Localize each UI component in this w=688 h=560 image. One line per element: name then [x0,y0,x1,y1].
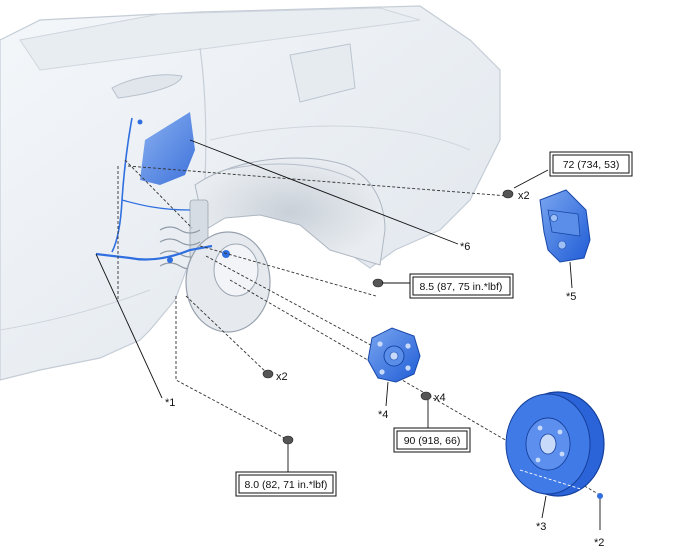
caliper-bolt [502,189,514,199]
callout-3: *3 [536,521,546,533]
callout-leaders [95,139,601,530]
torque-box-harness: 8.0 (82, 71 in.*lbf) [235,471,337,497]
brake-caliper [539,189,591,263]
harness-bolt [282,435,294,445]
leader-hub [205,255,381,351]
leader-caliper-box [513,169,549,189]
leader-sensor-bolt [199,245,377,297]
leader-harness-bolt [175,296,289,441]
callout-6: *6 [460,241,470,253]
leader-c6 [189,139,459,245]
leader-c3 [541,495,547,519]
qty-hub-bolts: x4 [434,392,446,404]
callout-2: *2 [594,537,604,549]
bracket-bolts [262,369,274,379]
torque-box-caliper: 72 (734, 53) [549,151,633,177]
callout-5: *5 [566,291,576,303]
brake-hub-bracket [367,327,421,383]
torque-box-sensor: 8.5 (87, 75 in.*lbf) [409,273,514,299]
torque-harness-bolt: 8.0 (82, 71 in.*lbf) [245,479,328,491]
leader-top [124,159,193,229]
brake-rotor [505,391,605,497]
leader-c4 [385,381,389,407]
qty-bracket-bolts: x2 [276,371,288,383]
harness-highlight [95,112,230,263]
rotor-set-screw [597,493,603,499]
qty-caliper-bolts: x2 [518,190,530,202]
torque-caliper: 72 (734, 53) [563,159,620,171]
leader-c5 [569,261,573,289]
torque-box-hub: 90 (918, 66) [393,427,471,453]
leader-bracket-bolt [185,295,269,375]
leader-caliper-bolt [127,165,509,197]
sensor-bolt [372,278,384,288]
leader-c1 [95,253,163,399]
torque-sensor-bolt: 8.5 (87, 75 in.*lbf) [420,281,503,293]
torque-hub-bolt: 90 (918, 66) [404,435,461,447]
callout-4: *4 [378,409,388,421]
callout-1: *1 [165,397,175,409]
hub-bolts [420,391,432,401]
